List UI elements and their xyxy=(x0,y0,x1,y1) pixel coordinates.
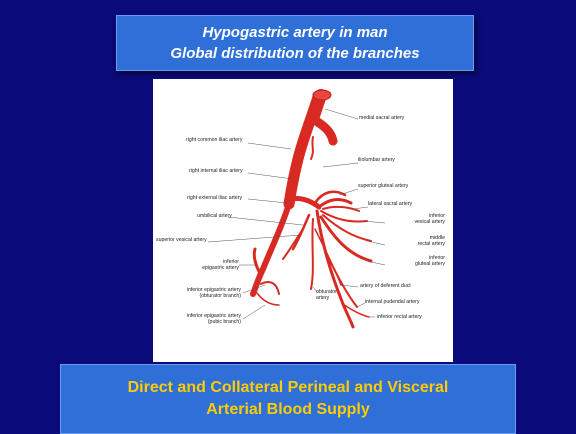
inferior-epigastric xyxy=(254,249,261,275)
label-inferior-rectal: inferior rectal artery xyxy=(377,314,422,320)
label-superior-gluteal: superior gluteal artery xyxy=(358,183,408,189)
label-deferent-duct: artery of deferent duct xyxy=(360,283,411,289)
label-medial-sacral: medial sacral artery xyxy=(359,115,404,121)
footer-line-2: Arterial Blood Supply xyxy=(61,399,515,421)
external-iliac xyxy=(253,204,289,294)
superior-vesical xyxy=(283,229,303,259)
label-internal-pudendal: internal pudendal artery xyxy=(365,299,420,305)
title-line-2: Global distribution of the branches xyxy=(117,43,473,64)
label-inferior-vesical: inferior vesical artery xyxy=(395,213,445,225)
footer-box: Direct and Collateral Perineal and Visce… xyxy=(60,364,516,434)
label-epigastric-pubic-branch: inferior epigastric artery (pubic branch… xyxy=(155,313,241,325)
label-epigastric-obturator-branch: inferior epigastric artery (obturator br… xyxy=(155,287,241,299)
epigastric-pubic-branch xyxy=(257,293,279,305)
label-superior-vesical: superior vesical artery xyxy=(156,237,207,243)
epigastric-obturator-branch xyxy=(261,282,279,294)
label-inferior-epigastric: inferior epigastric artery xyxy=(183,259,239,271)
left-common-iliac xyxy=(313,119,333,141)
footer-line-1: Direct and Collateral Perineal and Visce… xyxy=(61,377,515,399)
label-umbilical: umbilical artery xyxy=(197,213,232,219)
obturator xyxy=(311,219,313,289)
artery-illustration: medial sacral artery right common iliac … xyxy=(153,79,453,362)
aorta-opening xyxy=(313,90,331,100)
label-iliolumbar: iliolumbar artery xyxy=(358,157,395,163)
title-line-1: Hypogastric artery in man xyxy=(117,22,473,43)
label-middle-rectal: middle rectal artery xyxy=(393,235,445,247)
label-inferior-gluteal: inferior gluteal artery xyxy=(393,255,445,267)
label-right-common-iliac: right common iliac artery xyxy=(186,137,243,143)
label-right-internal-iliac: right internal iliac artery xyxy=(189,168,243,174)
label-right-external-iliac: right external iliac artery xyxy=(187,195,242,201)
title-box: Hypogastric artery in man Global distrib… xyxy=(116,15,474,71)
label-obturator: obturator artery xyxy=(316,289,337,301)
label-lateral-sacral: lateral sacral artery xyxy=(368,201,412,207)
medial-sacral xyxy=(311,137,313,159)
